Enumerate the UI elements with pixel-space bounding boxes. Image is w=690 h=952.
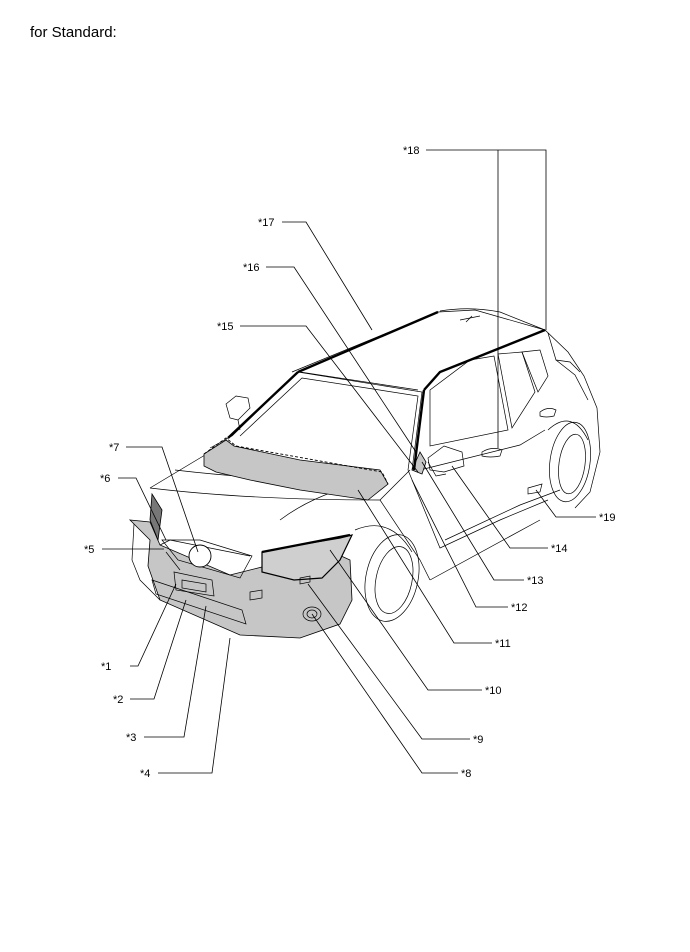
- callout-5: *5: [84, 544, 94, 556]
- callout-17: *17: [258, 217, 275, 229]
- callout-13: *13: [527, 575, 544, 587]
- callout-16: *16: [243, 262, 260, 274]
- roof-moulding-right: [423, 328, 546, 391]
- callout-4: *4: [140, 768, 150, 780]
- roof-moulding-left: [297, 310, 439, 374]
- callout-labels: *1 *2 *3 *4 *5 *6 *7 *8 *9 *10 *11 *12 *…: [84, 145, 616, 780]
- callout-6: *6: [100, 473, 110, 485]
- page-title: for Standard:: [30, 24, 117, 41]
- callout-12: *12: [511, 602, 528, 614]
- callout-3: *3: [126, 732, 136, 744]
- callout-8: *8: [461, 768, 471, 780]
- callout-7: *7: [109, 442, 119, 454]
- callout-10: *10: [485, 685, 502, 697]
- front-bumper-shape: [128, 519, 353, 639]
- callout-14: *14: [551, 543, 568, 555]
- callout-2: *2: [113, 694, 123, 706]
- hood-protector-dashed-edge: [203, 437, 389, 485]
- hood-protector-area: [203, 439, 389, 501]
- callout-18: *18: [403, 145, 420, 157]
- callout-9: *9: [473, 734, 483, 746]
- callout-1: *1: [101, 661, 111, 673]
- front-emblem: [188, 544, 212, 568]
- windshield-moulding-a-pillar: [412, 389, 426, 471]
- leader-lines: [102, 149, 596, 774]
- car-illustration: [128, 308, 601, 639]
- windshield-moulding: [227, 371, 299, 439]
- callout-19: *19: [599, 512, 616, 524]
- callout-11: *11: [495, 638, 511, 650]
- callout-15: *15: [217, 321, 234, 333]
